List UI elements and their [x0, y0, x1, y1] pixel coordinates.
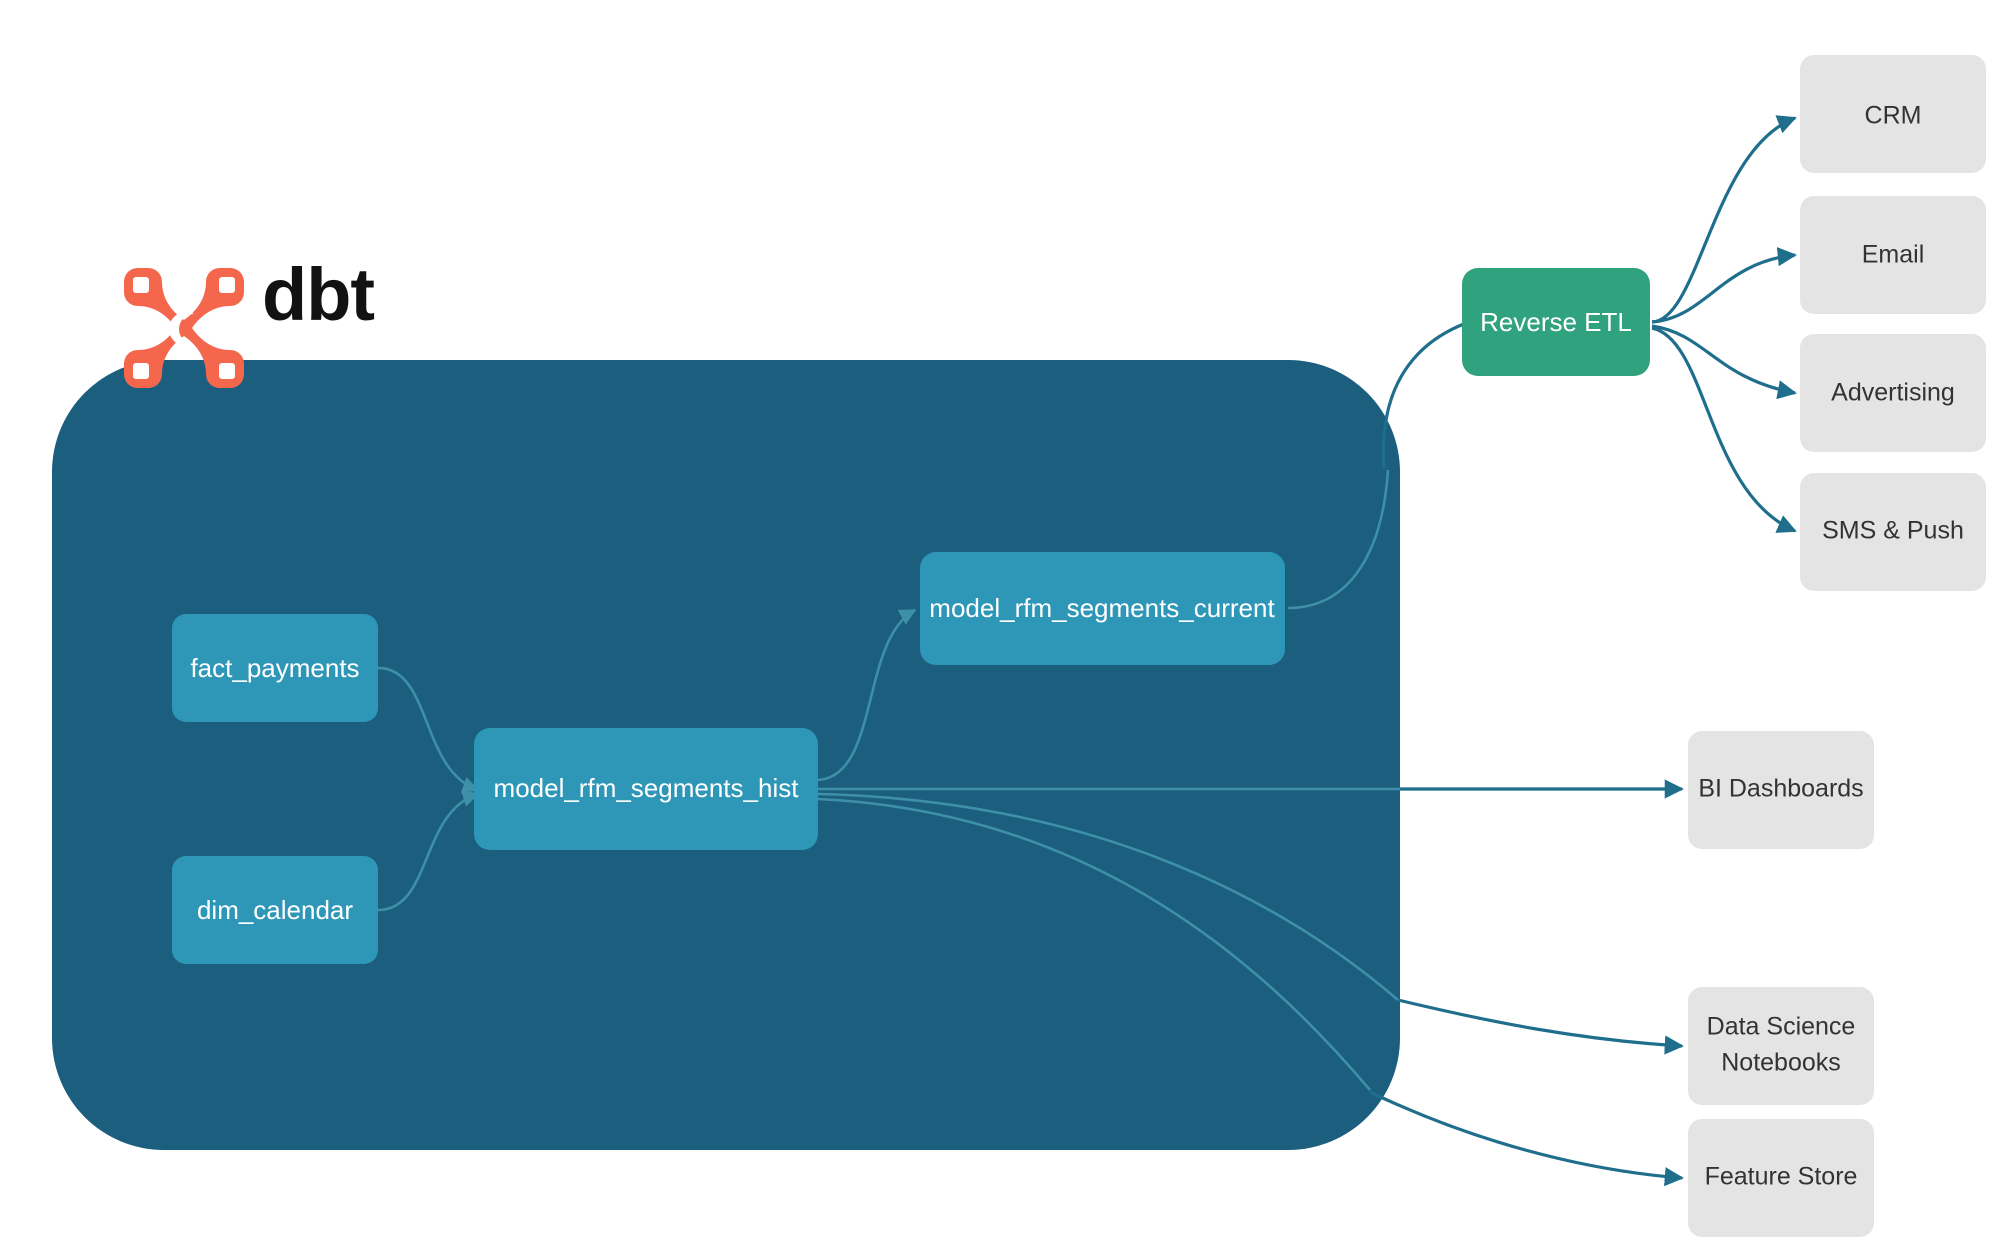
reverse-etl-node[interactable]: Reverse ETL	[1462, 268, 1650, 376]
destination-node-feature-store-box[interactable]	[1688, 1119, 1874, 1237]
destination-node-data-science-notebooks-label-line1: Data Science	[1707, 1013, 1856, 1041]
edge-hist-to-current	[817, 608, 917, 782]
model-node-dim-calendar-label: dim_calendar	[197, 895, 353, 925]
edge-reverse-etl-to-crm	[1651, 115, 1797, 324]
edge-current-to-reverse-etl-stub	[1287, 469, 1390, 610]
destination-node-email[interactable]: Email	[1800, 196, 1986, 314]
destination-node-advertising-box[interactable]	[1800, 334, 1986, 452]
destination-node-email-box[interactable]	[1800, 196, 1986, 314]
model-node-dim-calendar[interactable]: dim_calendar	[172, 856, 378, 964]
edge-dbt-to-data-science-notebooks	[1397, 998, 1684, 1055]
model-node-dim-calendar-box[interactable]	[172, 856, 378, 964]
destination-node-crm-label: CRM	[1865, 102, 1922, 130]
destination-node-bi-dashboards[interactable]: BI Dashboards	[1688, 731, 1874, 849]
destination-node-feature-store-label: Feature Store	[1705, 1163, 1858, 1191]
destination-node-data-science-notebooks-label-line2: Notebooks	[1721, 1049, 1841, 1077]
edge-hist-to-ds-stub	[817, 792, 1399, 1001]
destination-node-crm[interactable]: CRM	[1800, 55, 1986, 173]
destination-node-sms-push[interactable]: SMS & Push	[1800, 473, 1986, 591]
dbt-x-logo-icon	[124, 268, 244, 388]
dbt-wordmark: dbt	[262, 253, 375, 336]
edge-reverse-etl-to-advertising	[1651, 324, 1797, 400]
destination-node-sms-push-box[interactable]	[1800, 473, 1986, 591]
edge-reverse-etl-to-sms-push	[1651, 326, 1797, 533]
model-node-rfm-segments-hist-label: model_rfm_segments_hist	[494, 773, 800, 803]
destination-node-email-label: Email	[1862, 241, 1925, 269]
edge-reverse-etl-to-email	[1651, 247, 1797, 324]
edge-hist-to-fs-stub	[817, 797, 1371, 1091]
destination-node-bi-dashboards-box[interactable]	[1688, 731, 1874, 849]
edge-dbt-to-feature-store	[1369, 1090, 1684, 1187]
model-node-fact-payments[interactable]: fact_payments	[172, 614, 378, 722]
model-node-fact-payments-label: fact_payments	[190, 653, 359, 683]
destination-node-data-science-notebooks[interactable]: Data Science Notebooks	[1688, 987, 1874, 1105]
destination-node-sms-push-label: SMS & Push	[1822, 517, 1964, 545]
model-node-rfm-segments-hist[interactable]: model_rfm_segments_hist	[474, 728, 818, 850]
destination-node-advertising-label: Advertising	[1831, 379, 1955, 407]
reverse-etl-node-label: Reverse ETL	[1480, 307, 1632, 337]
destination-node-data-science-notebooks-box[interactable]	[1688, 987, 1874, 1105]
model-node-rfm-segments-current[interactable]: model_rfm_segments_current	[920, 552, 1285, 665]
model-node-rfm-segments-current-label: model_rfm_segments_current	[929, 593, 1275, 623]
model-node-rfm-segments-hist-box[interactable]	[474, 728, 818, 850]
edge-dim-calendar-to-hist	[377, 790, 480, 912]
destination-node-advertising[interactable]: Advertising	[1800, 334, 1986, 452]
destination-node-crm-box[interactable]	[1800, 55, 1986, 173]
destination-node-bi-dashboards-label: BI Dashboards	[1698, 775, 1863, 803]
edge-fact-payments-to-hist	[377, 666, 480, 794]
model-node-rfm-segments-current-box[interactable]	[920, 552, 1285, 665]
destination-node-feature-store[interactable]: Feature Store	[1688, 1119, 1874, 1237]
reverse-etl-node-box[interactable]	[1462, 268, 1650, 376]
model-node-fact-payments-box[interactable]	[172, 614, 378, 722]
